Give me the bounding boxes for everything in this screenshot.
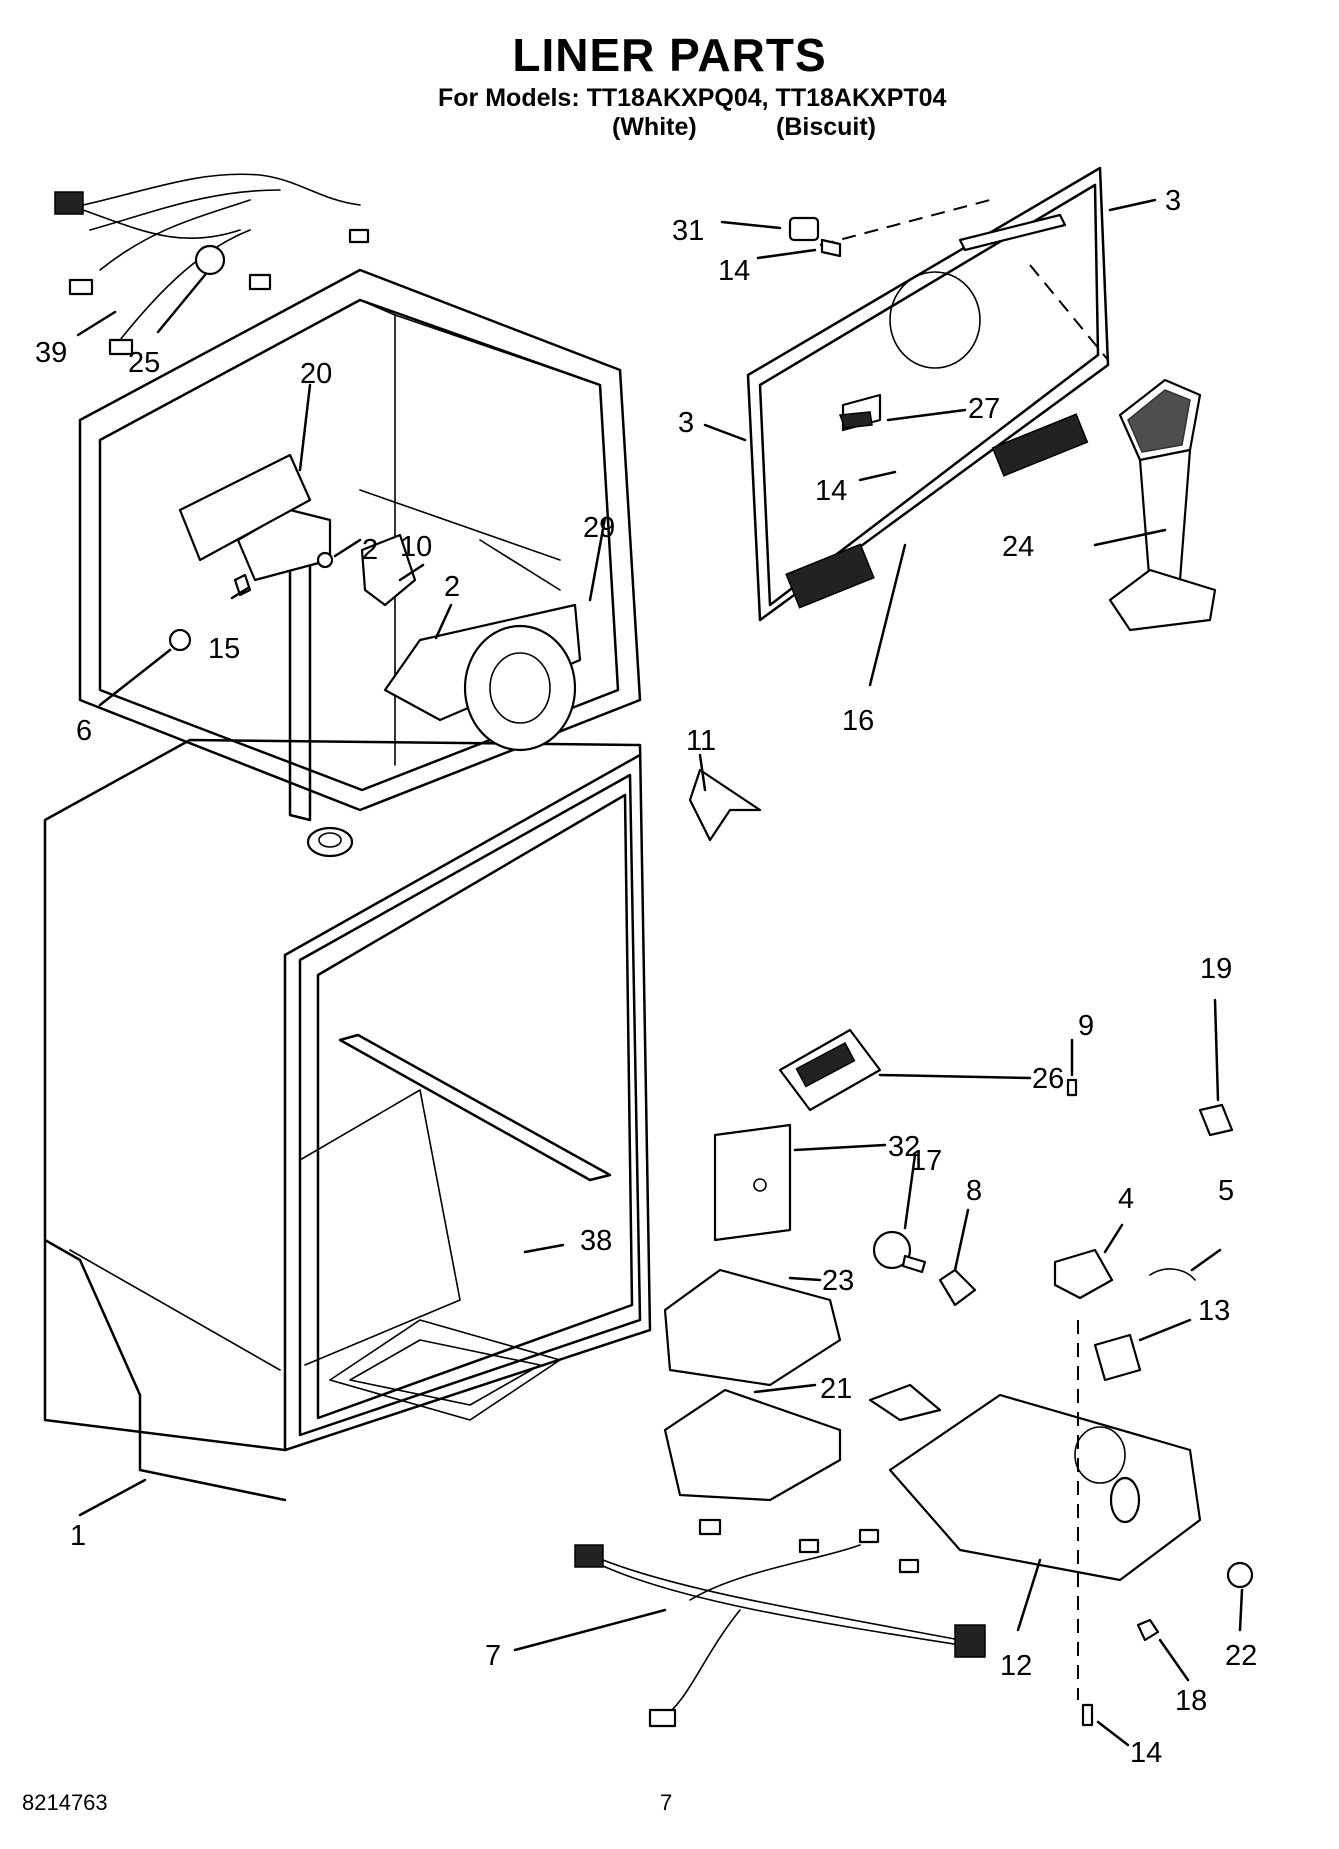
part-13-switch [1093, 1333, 1142, 1382]
part-4 [1053, 1248, 1114, 1300]
part-31-plate [713, 1123, 792, 1242]
screw-14-mid [838, 411, 873, 429]
color-biscuit-label: (Biscuit) [776, 113, 876, 141]
wire-harness-lower [574, 1518, 986, 1728]
fresh-food-liner [43, 738, 652, 1502]
part-24-housing [663, 1268, 842, 1387]
part-2-nut [316, 551, 334, 569]
document-number: 8214763 [22, 1790, 108, 1815]
evaporator-cover [746, 166, 1110, 622]
callout-1: 1 [70, 1520, 86, 1552]
callout-6: 6 [76, 715, 92, 747]
callout-21: 21 [820, 1373, 852, 1405]
callout-labels: 31 14 3 3 27 14 24 16 39 25 20 2 10 2 29… [35, 185, 1257, 1769]
callout-20: 20 [300, 358, 332, 390]
callout-3-right: 3 [1165, 185, 1181, 217]
callout-24: 23 [822, 1265, 854, 1297]
callout-22: 22 [1225, 1640, 1257, 1672]
part-21-housing [663, 1388, 842, 1502]
part-11-fan-blade [688, 768, 762, 842]
model-numbers: For Models: TT18AKXPQ04, TT18AKXPT04 [438, 84, 947, 112]
part-12-control-housing [888, 1393, 1202, 1582]
callout-15: 15 [208, 633, 240, 665]
callout-27: 27 [968, 393, 1000, 425]
callout-5: 5 [1218, 1175, 1234, 1207]
page-title: LINER PARTS [512, 29, 827, 81]
callout-16: 16 [842, 705, 874, 737]
callout-19: 19 [1200, 953, 1232, 985]
upper-small-parts [168, 216, 873, 842]
part-18 [1136, 1618, 1160, 1642]
leader-lines [76, 198, 1244, 1747]
page-number: 7 [660, 1790, 673, 1815]
color-white-label: (White) [612, 113, 697, 141]
callout-2-upper: 2 [362, 534, 378, 566]
callout-2-lower: 2 [444, 571, 460, 603]
freezer-liner [78, 268, 642, 822]
part-17-bulb [872, 1230, 912, 1270]
callout-23: 24 [1002, 531, 1034, 563]
part-8-socket [938, 1268, 977, 1307]
screw-14-top [820, 238, 842, 258]
callout-14-top: 14 [718, 255, 750, 287]
part-19 [1198, 1103, 1234, 1137]
callout-7: 7 [485, 1640, 501, 1672]
callout-29: 29 [583, 512, 615, 544]
part-5-clip [1149, 1268, 1196, 1281]
callout-14-bottom: 14 [1130, 1737, 1162, 1769]
page-header: LINER PARTS For Models: TT18AKXPQ04, TT1… [0, 0, 1339, 160]
part-22-knob [1226, 1561, 1254, 1589]
callout-26: 26 [1032, 1063, 1064, 1095]
callout-38: 38 [580, 1225, 612, 1257]
callout-9: 9 [1078, 1010, 1094, 1042]
control-box-parts [663, 1028, 1254, 1727]
callout-11: 11 [686, 725, 716, 757]
air-diffuser [1108, 378, 1217, 632]
part-10-thermostat [360, 533, 417, 607]
callout-39: 39 [35, 337, 67, 369]
callout-18: 18 [1175, 1685, 1207, 1717]
callout-13: 13 [1198, 1295, 1230, 1327]
callout-12: 12 [1000, 1650, 1032, 1682]
callout-10: 10 [400, 531, 432, 563]
screw-9 [1066, 1078, 1078, 1097]
callout-4: 4 [1118, 1183, 1134, 1215]
callout-31: 32 [888, 1131, 920, 1163]
callout-8: 8 [966, 1175, 982, 1207]
part-6-plug [168, 628, 192, 652]
callout-32: 31 [672, 215, 704, 247]
screw-14-bottom [1081, 1703, 1094, 1727]
callout-14-mid: 14 [815, 475, 847, 507]
part-32 [788, 216, 820, 242]
callout-25: 25 [128, 347, 160, 379]
callout-17: 17 [910, 1145, 942, 1177]
wire-harness-upper [54, 173, 370, 356]
callout-3-left: 3 [678, 407, 694, 439]
